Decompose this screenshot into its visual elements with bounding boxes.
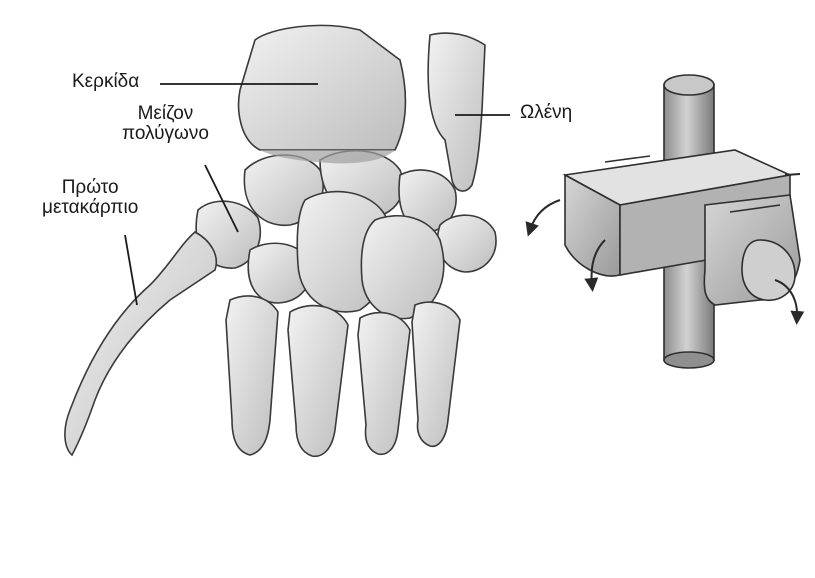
saddle-slit-left <box>605 156 650 162</box>
vertical-axis-rod-bottom <box>664 352 714 368</box>
fifth-metacarpal-bone <box>412 302 460 446</box>
first-metacarpal-label: Πρώτο μετακάρπιο <box>42 178 138 218</box>
biaxial-joint-model <box>565 75 800 368</box>
first-metacarpal-label-line2: μετακάρπιο <box>42 198 138 218</box>
arrow-top-right-tick <box>785 174 800 175</box>
first-metacarpal-leader-line <box>125 235 137 305</box>
radius-bone <box>239 25 406 150</box>
trapezium-label-line1: Μείζον <box>122 104 209 124</box>
first-metacarpal-label-line1: Πρώτο <box>42 178 138 198</box>
first-metacarpal-bone <box>65 232 216 455</box>
trapezium-label-line2: πολύγωνο <box>122 124 209 144</box>
vertical-axis-rod-top <box>664 75 714 95</box>
fourth-metacarpal-bone <box>358 313 410 455</box>
radius-label: Κερκίδα <box>72 72 139 92</box>
arrow-left-rotation <box>530 200 560 230</box>
ulna-bone <box>428 33 485 191</box>
second-metacarpal-bone <box>226 296 278 455</box>
ulna-label: Ωλένη <box>520 103 572 123</box>
trapezium-label: Μείζον πολύγωνο <box>122 104 209 144</box>
third-metacarpal-bone <box>288 306 348 457</box>
pisiform-bone <box>438 215 496 272</box>
